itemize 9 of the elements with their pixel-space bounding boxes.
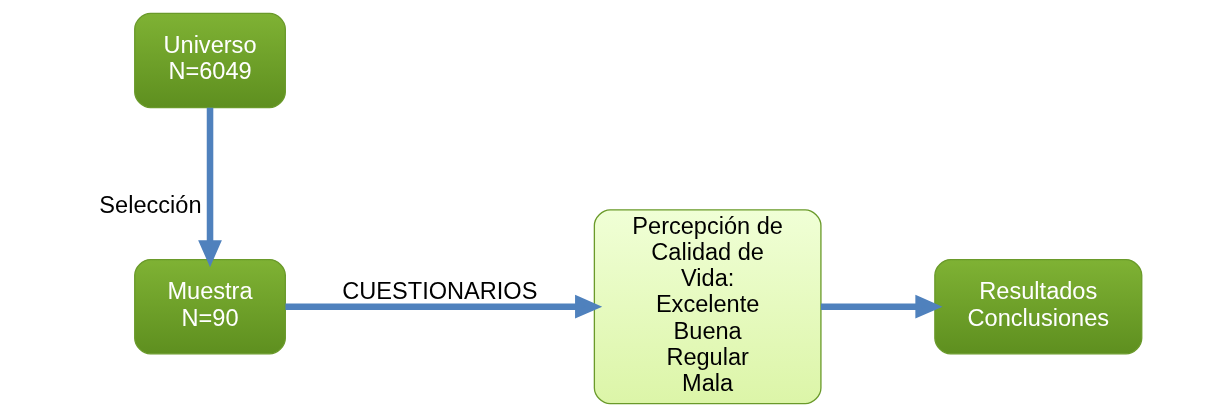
node-box: Percepción de Calidad de Vida: Excelente Buena Regular Mala — [593, 209, 822, 405]
node-box: Universo N=6049 — [134, 12, 286, 109]
arrow — [198, 107, 222, 268]
edge-label: CUESTIONARIOS — [342, 278, 538, 305]
node-box: Resultados Conclusiones — [934, 258, 1143, 355]
edge-label: Selección — [99, 191, 202, 218]
arrow — [820, 294, 943, 319]
arrow — [285, 294, 603, 319]
node-box: Muestra N=90 — [134, 258, 286, 355]
